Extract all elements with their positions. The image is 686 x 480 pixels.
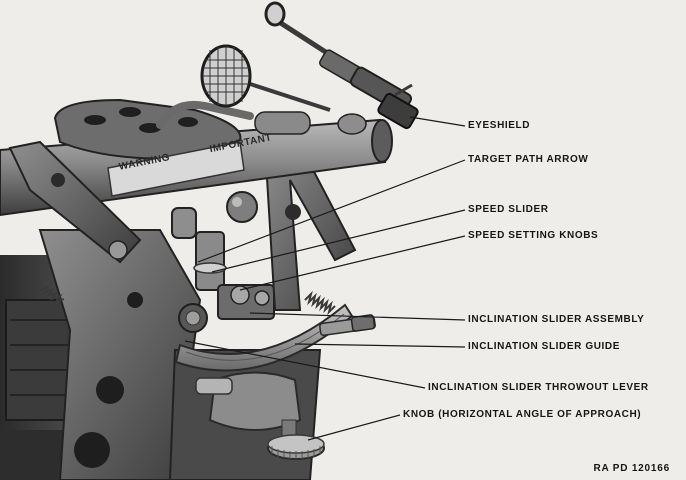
throwout-lever-shape [319,314,376,337]
springs [39,284,336,316]
reference-number: RA PD 120166 [593,463,670,474]
label-inclination-slider-guide: INCLINATION SLIDER GUIDE [468,341,620,352]
label-target-path-arrow: TARGET PATH ARROW [468,154,589,165]
leader-eyeshield [409,116,466,127]
label-speed-setting-knobs: SPEED SETTING KNOBS [468,230,599,241]
horizontal-angle-knob-shape [267,434,325,460]
leader-inclination-slider-guide [294,343,466,348]
label-inclination-slider-throwout-lever: INCLINATION SLIDER THROWOUT LEVER [428,382,649,393]
leader-lines [184,116,466,441]
warning-plate [107,141,245,197]
leader-speed-slider [211,209,466,273]
label-speed-slider: SPEED SLIDER [468,204,549,215]
top-plate [53,98,242,160]
label-eyeshield: EYESHIELD [468,120,531,131]
upper-arm [156,100,311,135]
front-bracket [8,140,142,264]
slider-assembly-shape [171,207,275,333]
leader-throwout-lever [184,340,426,389]
leader-inclination-slider-assembly [249,312,466,321]
center-round-knob [226,191,258,223]
reticle-disc [200,44,331,112]
leader-knob [307,414,401,441]
leader-speed-setting-knobs [239,235,466,291]
main-bracket [38,229,202,480]
eyeshield-rod [264,1,419,130]
label-inclination-slider-assembly: INCLINATION SLIDER ASSEMBLY [468,314,645,325]
label-knob-horizontal-angle: KNOB (HORIZONTAL ANGLE OF APPROACH) [403,409,642,420]
leader-target-path-arrow [197,159,466,263]
